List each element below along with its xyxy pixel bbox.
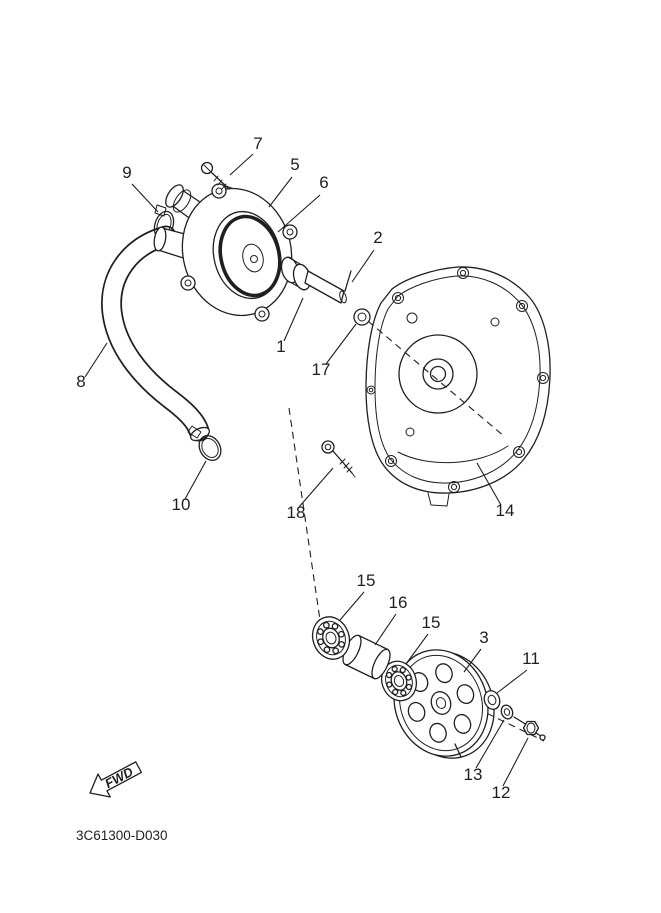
callout-1: 1 — [276, 337, 285, 356]
shaft-pin — [344, 270, 352, 292]
callout-18: 18 — [287, 503, 306, 522]
callout-15-upper: 15 — [357, 571, 376, 590]
bearing-front — [311, 616, 351, 660]
spacer-collar — [342, 634, 391, 680]
callout-15-lower: 15 — [422, 613, 441, 632]
cover-boss — [398, 334, 478, 414]
callout-14: 14 — [496, 501, 515, 520]
impeller-shaft — [280, 256, 352, 304]
callout-5: 5 — [290, 155, 299, 174]
cover-flange-holes — [366, 267, 549, 493]
plate-washer — [483, 690, 501, 710]
sheave-pin — [454, 743, 462, 758]
water-hose — [101, 225, 211, 442]
pump-screw — [200, 161, 230, 190]
callout-13: 13 — [464, 765, 483, 784]
pump-housing — [153, 183, 298, 322]
callouts: 7 5 6 9 2 1 17 8 10 18 14 15 16 15 3 11 … — [76, 134, 540, 802]
hose-clamp-lower — [187, 425, 222, 461]
callout-8: 8 — [76, 372, 85, 391]
callout-9: 9 — [122, 163, 131, 182]
shaft-seal — [353, 308, 371, 326]
callout-16: 16 — [389, 593, 408, 612]
callout-3: 3 — [479, 628, 488, 647]
o-ring — [218, 214, 282, 298]
callout-2: 2 — [373, 228, 382, 247]
callout-10: 10 — [172, 495, 191, 514]
callout-12: 12 — [492, 783, 511, 802]
cover-bolt — [321, 440, 356, 478]
callout-11: 11 — [522, 649, 540, 668]
bearing-rear — [380, 660, 418, 702]
part-code: 3C61300-D030 — [76, 828, 168, 843]
callout-6: 6 — [319, 173, 328, 192]
callout-7: 7 — [253, 134, 262, 153]
sheave-holes — [407, 663, 475, 743]
callout-17: 17 — [312, 360, 331, 379]
crankcase-cover — [365, 266, 551, 507]
sheave-bolt — [513, 716, 546, 741]
fwd-arrow: FWD — [89, 761, 143, 798]
leader-lines — [84, 153, 529, 787]
small-collar — [500, 704, 514, 720]
pump-flange-ears — [180, 183, 298, 322]
